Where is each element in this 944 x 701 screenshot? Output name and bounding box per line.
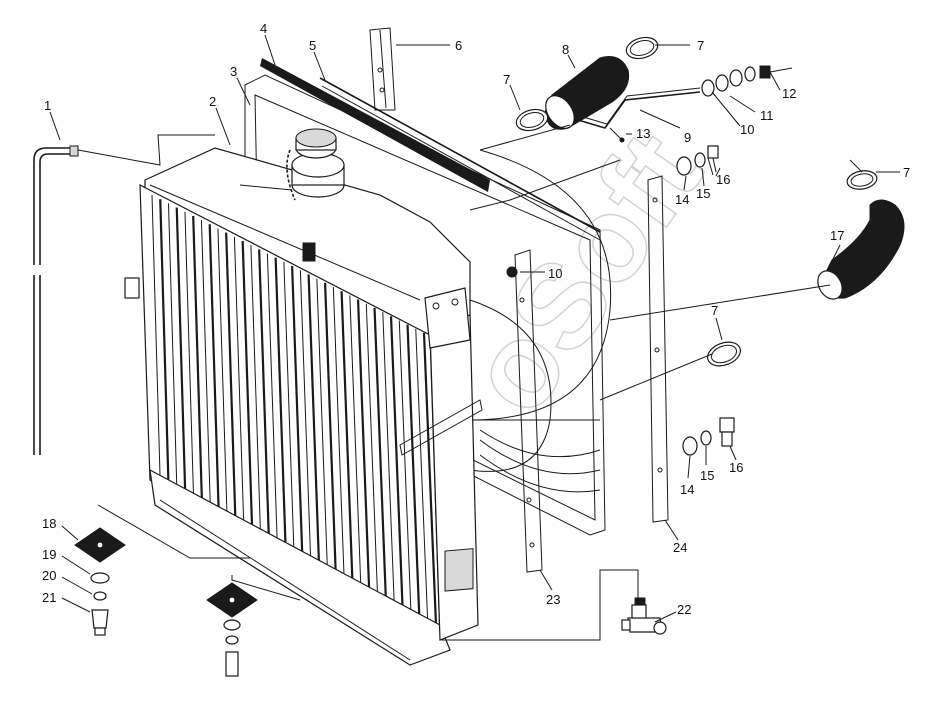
radiator-fin — [200, 220, 211, 503]
stay-rod — [577, 87, 701, 143]
radiator-fin — [151, 194, 161, 476]
leader-lines — [49, 34, 900, 641]
radiator-fin — [192, 215, 203, 498]
radiator-fin — [258, 249, 270, 535]
callout-7-upper-left: 7 — [503, 72, 510, 87]
radiator-fins — [151, 194, 438, 626]
seal-strip — [260, 58, 601, 241]
hose-clamp-lower-bottom — [706, 341, 742, 367]
radiator-fin — [323, 282, 337, 571]
bolt-set-lower — [682, 417, 735, 456]
radiator-fin — [283, 261, 295, 548]
callout-16-upper: 16 — [716, 172, 730, 187]
radiator-fin — [382, 312, 395, 603]
radiator-fin — [406, 324, 421, 616]
shroud-nut — [506, 266, 518, 278]
radiator-fin — [184, 211, 194, 494]
radiator-fin — [274, 257, 287, 544]
mount-pad-left — [74, 527, 126, 636]
callout-10-shroud: 10 — [548, 266, 562, 281]
callout-17: 17 — [830, 228, 844, 243]
callout-7-lower-bottom: 7 — [711, 303, 718, 318]
callout-18: 18 — [42, 516, 56, 531]
callout-22: 22 — [677, 602, 691, 617]
mount-pad-right — [206, 582, 258, 677]
radiator-fin — [266, 253, 278, 539]
side-strap-24 — [647, 175, 669, 523]
callout-24: 24 — [673, 540, 687, 555]
radiator-fin — [159, 199, 170, 480]
radiator-fin — [291, 266, 304, 553]
callout-10-upper: 10 — [740, 122, 754, 137]
callout-2: 2 — [209, 94, 216, 109]
callout-11: 11 — [760, 108, 774, 123]
radiator-fin — [373, 307, 387, 598]
radiator-fin — [340, 291, 354, 580]
callout-labels: 1 2 3 4 5 6 7 7 7 7 8 9 10 10 11 12 13 1… — [42, 21, 910, 617]
lower-hose — [817, 199, 905, 300]
radiator-fin — [175, 207, 187, 489]
radiator-fin — [415, 328, 429, 621]
callout-19: 19 — [42, 547, 56, 562]
radiator-fin — [208, 224, 220, 507]
drain-cock — [621, 597, 667, 635]
radiator-fin — [389, 316, 404, 607]
radiator-fin — [307, 274, 321, 562]
callout-3: 3 — [230, 64, 237, 79]
callout-5: 5 — [309, 38, 316, 53]
radiator-core — [124, 147, 483, 666]
callout-7-upper-right: 7 — [697, 38, 704, 53]
callout-4: 4 — [260, 21, 267, 36]
upper-hose — [544, 56, 630, 130]
radiator-fin — [356, 299, 371, 589]
radiator-fin — [316, 278, 328, 566]
bolt-set-upper — [676, 145, 719, 176]
callout-15-upper: 15 — [696, 186, 710, 201]
callout-9: 9 — [684, 130, 691, 145]
callout-1: 1 — [44, 98, 51, 113]
radiator-fin — [349, 295, 362, 585]
radiator-fin — [233, 236, 245, 521]
side-strap-23 — [514, 249, 543, 573]
overflow-tube — [33, 145, 79, 455]
radiator-fin — [332, 286, 345, 576]
radiator-fin — [250, 245, 261, 530]
callout-21: 21 — [42, 590, 56, 605]
filler-cap — [239, 128, 345, 262]
callout-23: 23 — [546, 592, 560, 607]
top-bracket — [369, 27, 396, 111]
hose-clamp-upper-left — [515, 108, 549, 132]
radiator-fin — [422, 332, 438, 626]
radiator-fin — [167, 203, 178, 485]
radiator-fin — [299, 270, 312, 557]
radiator-fin — [398, 320, 412, 612]
radiator-fin — [365, 303, 378, 594]
hose-clamp-upper-right — [625, 36, 659, 60]
callout-12: 12 — [782, 86, 796, 101]
callout-15-lower: 15 — [700, 468, 714, 483]
radiator-fin — [241, 240, 254, 526]
radiator-fin — [217, 228, 228, 512]
radiator-fin — [225, 232, 237, 516]
callout-14-upper: 14 — [675, 192, 689, 207]
callout-16-lower: 16 — [729, 460, 743, 475]
rod-washers — [701, 65, 793, 97]
callout-13: 13 — [636, 126, 650, 141]
callout-14-lower: 14 — [680, 482, 694, 497]
callout-20: 20 — [42, 568, 56, 583]
callout-8: 8 — [562, 42, 569, 57]
callout-6: 6 — [455, 38, 462, 53]
callout-7-lower-top: 7 — [903, 165, 910, 180]
